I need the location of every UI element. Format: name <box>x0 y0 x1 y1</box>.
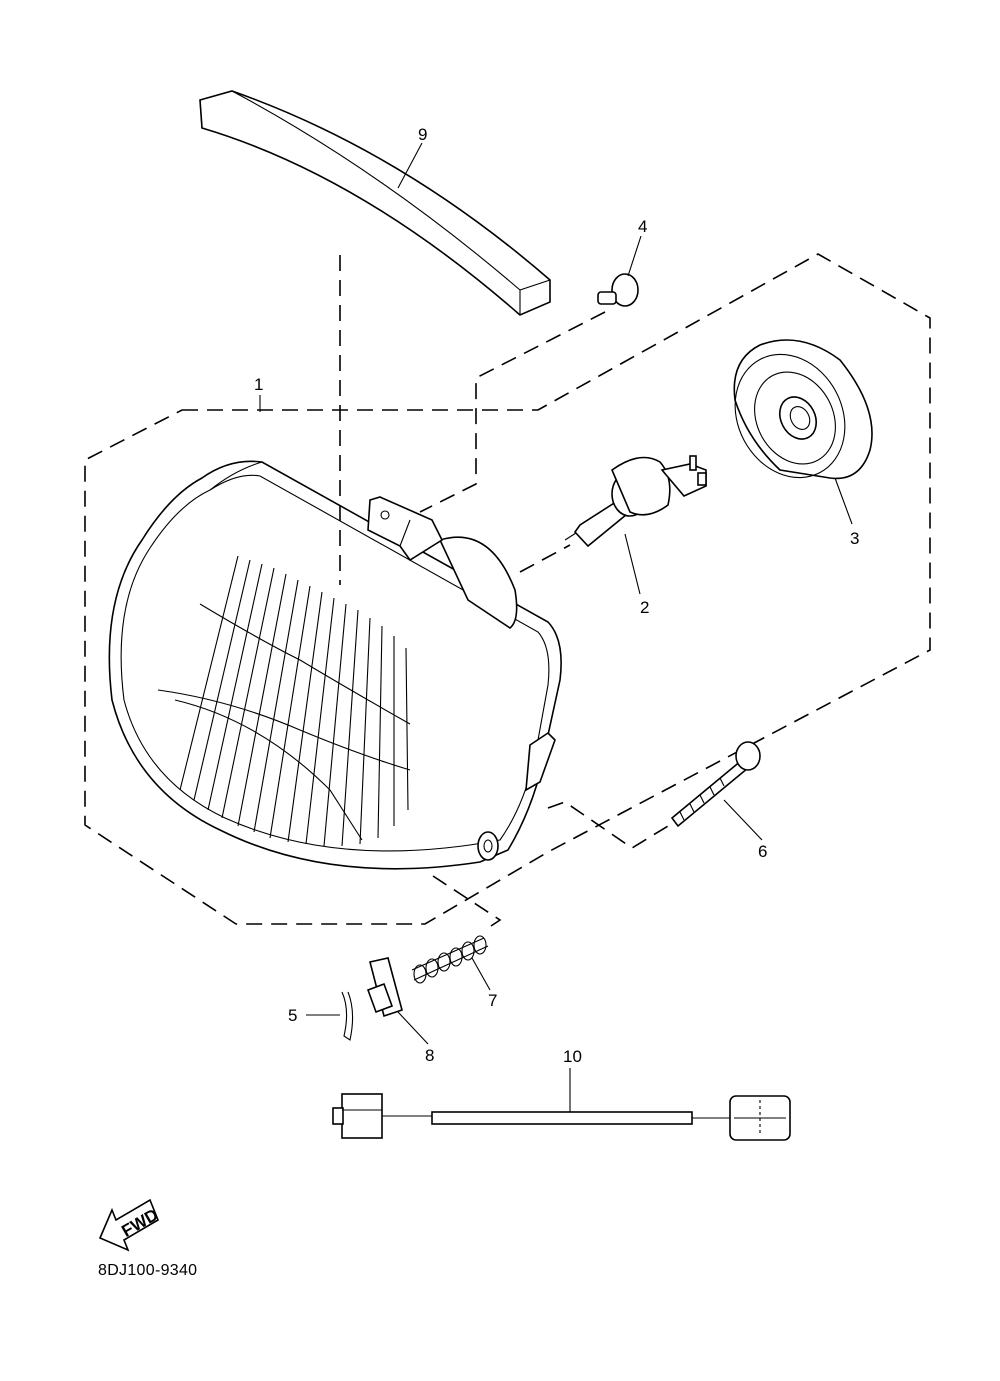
callout-6: 6 <box>758 842 767 861</box>
visor-part <box>199 90 551 316</box>
callout-5: 5 <box>288 1006 297 1025</box>
callout-7: 7 <box>488 991 497 1010</box>
adjust-screw-part <box>670 741 761 828</box>
assembly-boundary <box>84 253 931 925</box>
leader-lines <box>259 142 853 1112</box>
callout-1: 1 <box>254 375 263 394</box>
fwd-arrow-icon: FWD <box>98 1198 161 1252</box>
lead-wire-part <box>332 1093 791 1141</box>
lens-pattern <box>157 555 411 847</box>
bulb-part <box>564 455 707 548</box>
callout-4: 4 <box>638 217 647 236</box>
callout-3: 3 <box>850 529 859 548</box>
diagram-code: 8DJ100-9340 <box>98 1262 198 1279</box>
callout-2: 2 <box>640 598 649 617</box>
rivet-part <box>597 273 639 307</box>
callout-10: 10 <box>563 1047 582 1066</box>
callout-8: 8 <box>425 1046 434 1065</box>
headlight-body <box>108 460 562 870</box>
assembly-center-lines <box>339 255 669 929</box>
callout-9: 9 <box>418 125 427 144</box>
clip-part <box>341 991 354 1041</box>
nut-part <box>366 957 403 1018</box>
bulb-cover-part <box>733 339 873 480</box>
spring-part <box>411 935 489 984</box>
